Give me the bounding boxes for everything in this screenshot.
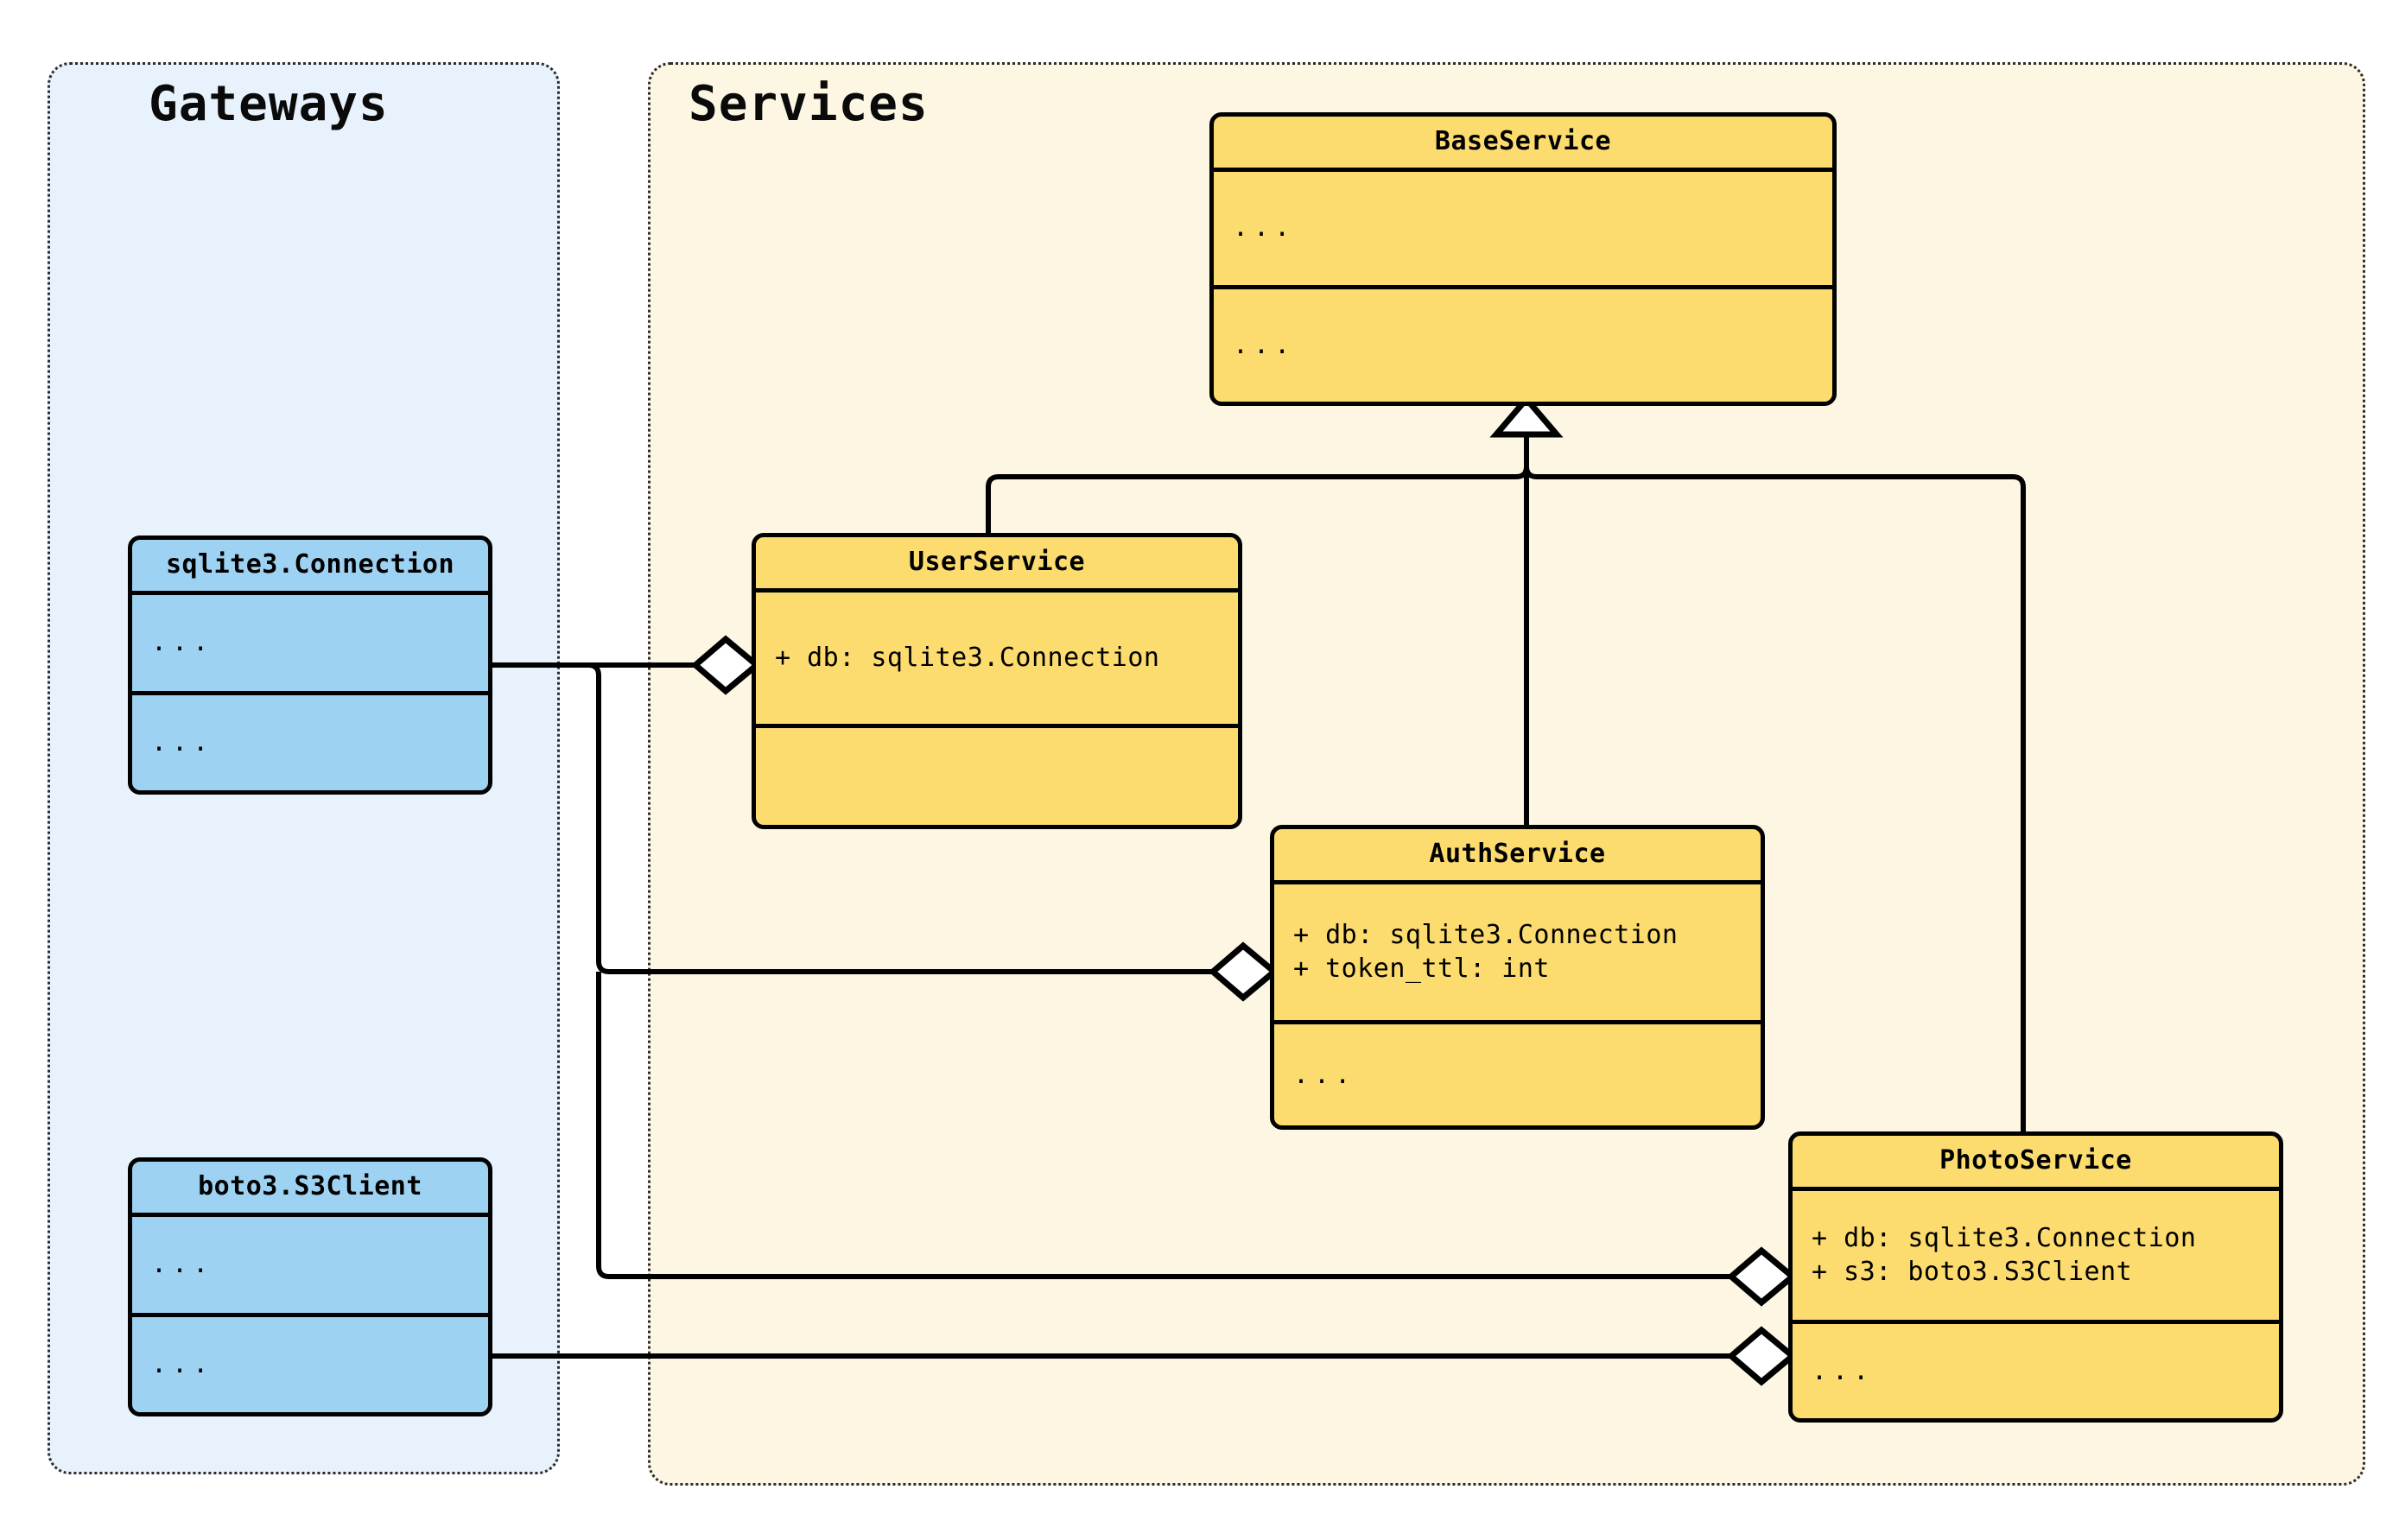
attribute-row: + db: sqlite3.Connection bbox=[775, 643, 1160, 674]
class-separator bbox=[132, 591, 488, 595]
class-name-sqlite3-connection: sqlite3.Connection bbox=[165, 549, 455, 580]
attribute-row: + db: sqlite3.Connection bbox=[1293, 919, 1679, 950]
class-separator bbox=[1214, 284, 1832, 289]
class-box-userservice[interactable]: UserService + db: sqlite3.Connection bbox=[752, 533, 1242, 829]
class-separator bbox=[132, 690, 488, 695]
class-box-authservice[interactable]: AuthService + db: sqlite3.Connection + t… bbox=[1270, 825, 1765, 1130]
class-separator bbox=[132, 1312, 488, 1317]
attribute-row: + db: sqlite3.Connection bbox=[1812, 1222, 2197, 1253]
class-box-baseservice[interactable]: BaseService ... ... bbox=[1209, 112, 1837, 406]
class-separator bbox=[756, 588, 1238, 593]
methods-compartment-sqlite3-connection: ... bbox=[132, 695, 488, 791]
methods-compartment-boto3-s3client: ... bbox=[132, 1317, 488, 1413]
attributes-compartment-baseservice: ... bbox=[1214, 172, 1832, 285]
attribute-row: ... bbox=[1233, 212, 1296, 244]
package-services-title: Services bbox=[689, 76, 929, 132]
attribute-row: ... bbox=[151, 1249, 214, 1280]
attributes-compartment-sqlite3-connection: ... bbox=[132, 595, 488, 691]
attributes-compartment-boto3-s3client: ... bbox=[132, 1217, 488, 1313]
class-name-userservice: UserService bbox=[908, 547, 1086, 577]
class-separator bbox=[132, 1213, 488, 1217]
attributes-compartment-userservice: + db: sqlite3.Connection bbox=[756, 593, 1238, 724]
method-row: ... bbox=[151, 1348, 214, 1379]
methods-compartment-authservice: ... bbox=[1274, 1024, 1761, 1125]
method-row: ... bbox=[1812, 1355, 1875, 1386]
attributes-compartment-authservice: + db: sqlite3.Connection + token_ttl: in… bbox=[1274, 884, 1761, 1020]
class-box-photoservice[interactable]: PhotoService + db: sqlite3.Connection + … bbox=[1788, 1131, 2283, 1423]
class-name-boto3-s3client: boto3.S3Client bbox=[198, 1171, 422, 1201]
class-separator bbox=[1214, 168, 1832, 172]
class-separator bbox=[756, 723, 1238, 728]
attribute-row: + s3: boto3.S3Client bbox=[1812, 1257, 2133, 1288]
methods-compartment-baseservice: ... bbox=[1214, 289, 1832, 402]
method-row: ... bbox=[1233, 329, 1296, 360]
class-box-boto3-s3client[interactable]: boto3.S3Client ... ... bbox=[128, 1157, 492, 1416]
attribute-row: + token_ttl: int bbox=[1293, 954, 1550, 985]
class-separator bbox=[1274, 880, 1761, 884]
class-name-baseservice: BaseService bbox=[1434, 126, 1612, 156]
methods-compartment-userservice bbox=[756, 728, 1238, 825]
package-gateways-title: Gateways bbox=[149, 76, 389, 132]
class-separator bbox=[1793, 1319, 2279, 1324]
class-name-authservice: AuthService bbox=[1429, 839, 1606, 869]
class-name-photoservice: PhotoService bbox=[1939, 1145, 2132, 1176]
class-box-sqlite3-connection[interactable]: sqlite3.Connection ... ... bbox=[128, 536, 492, 795]
method-row: ... bbox=[1293, 1059, 1356, 1090]
class-separator bbox=[1274, 1019, 1761, 1024]
attributes-compartment-photoservice: + db: sqlite3.Connection + s3: boto3.S3C… bbox=[1793, 1191, 2279, 1320]
class-separator bbox=[1793, 1187, 2279, 1191]
method-row: ... bbox=[151, 726, 214, 757]
attribute-row: ... bbox=[151, 627, 214, 658]
methods-compartment-photoservice: ... bbox=[1793, 1324, 2279, 1418]
